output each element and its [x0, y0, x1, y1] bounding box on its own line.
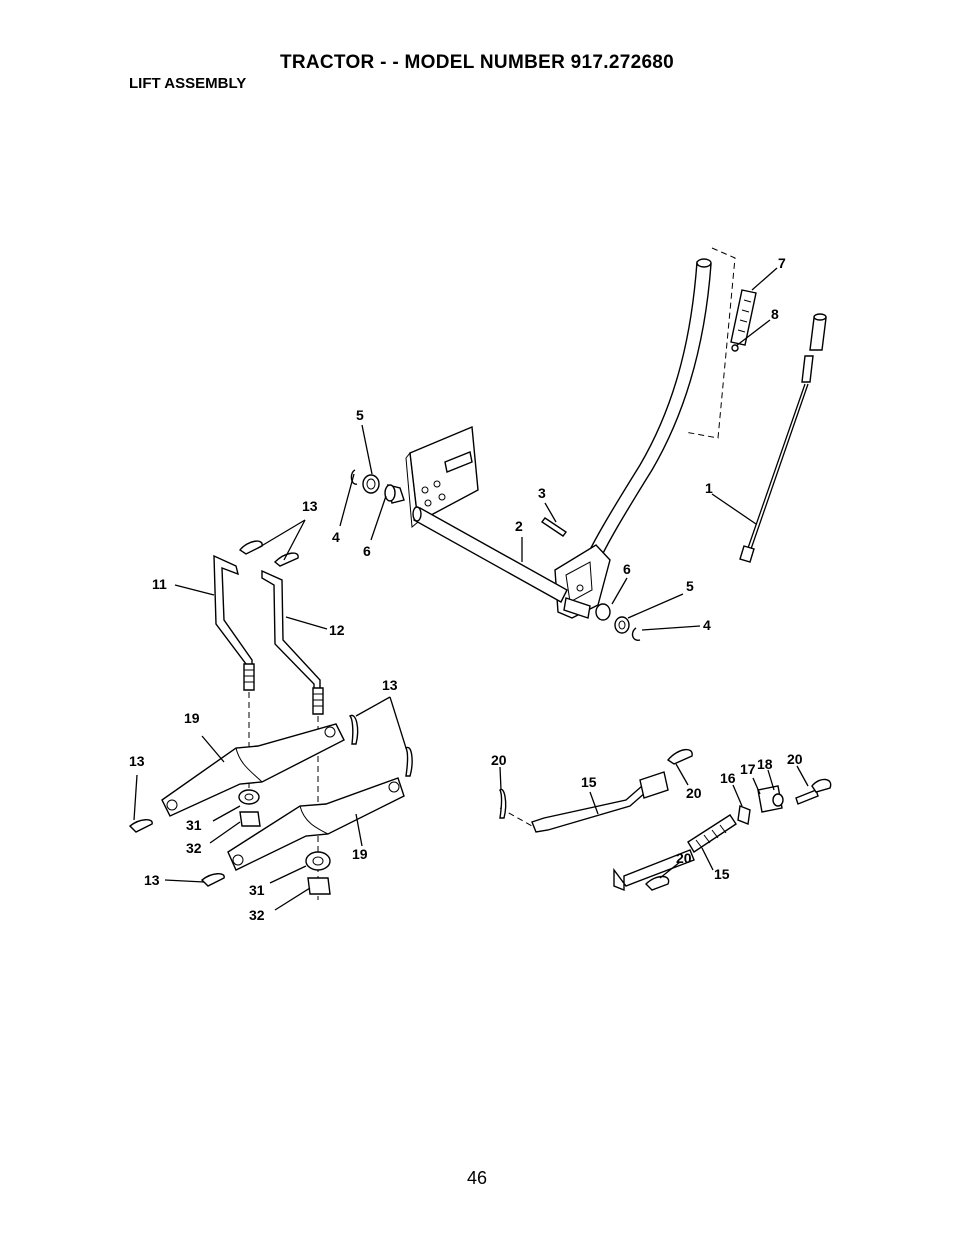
callout-5-right: 5	[686, 578, 694, 594]
callout-5-left: 5	[356, 407, 364, 423]
lift-rod-lower	[613, 814, 737, 892]
callout-31-lower: 31	[249, 882, 265, 898]
callout-20-bottom: 20	[676, 850, 692, 866]
callout-2: 2	[515, 518, 523, 534]
callout-19-lower: 19	[352, 846, 368, 862]
cross-shaft	[412, 506, 591, 619]
callout-19-upper: 19	[184, 710, 200, 726]
washer-nut-upper	[238, 789, 261, 827]
callout-13-middle: 13	[382, 677, 398, 693]
washer-nut-lower	[305, 851, 331, 895]
callout-32-upper: 32	[186, 840, 202, 856]
callout-20-right: 20	[787, 751, 803, 767]
hairpin-clips-middle	[128, 714, 413, 887]
callout-1: 1	[705, 480, 713, 496]
callout-15-lower: 15	[714, 866, 730, 882]
callout-13-left: 13	[129, 753, 145, 769]
lift-link-right	[261, 569, 324, 715]
leader-lines	[133, 267, 809, 911]
right-bearing-parts	[595, 603, 641, 641]
callout-13-bottom: 13	[144, 872, 160, 888]
callout-11: 11	[152, 576, 167, 592]
callout-13-top: 13	[302, 498, 318, 514]
callout-8: 8	[771, 306, 779, 322]
page-title: TRACTOR - - MODEL NUMBER 917.272680	[279, 52, 675, 73]
lift-handle	[583, 247, 736, 569]
hairpin-clips-rods	[499, 749, 832, 891]
callout-4-right: 4	[703, 617, 711, 633]
callout-20-left: 20	[491, 752, 507, 768]
callout-7: 7	[778, 255, 786, 271]
callout-4-left: 4	[332, 529, 340, 545]
callout-31-upper: 31	[186, 817, 202, 833]
handle-grip	[730, 289, 757, 352]
section-title: LIFT ASSEMBLY	[129, 75, 247, 92]
callout-18: 18	[757, 756, 773, 772]
cable	[739, 313, 827, 563]
callout-6-right: 6	[623, 561, 631, 577]
ferrule-parts	[737, 785, 819, 825]
hairpin-clips-top	[238, 540, 299, 567]
callout-17: 17	[740, 761, 756, 777]
callout-3: 3	[538, 485, 546, 501]
callout-16: 16	[720, 770, 736, 786]
lift-arm-lower	[227, 777, 405, 871]
pin	[540, 517, 568, 537]
lift-arm-upper	[161, 723, 345, 817]
lift-rod-upper	[499, 771, 669, 833]
callout-6-left: 6	[363, 543, 371, 559]
callout-12: 12	[329, 622, 345, 638]
callouts: 7 8 5 4 6 3 2 1 6 5 4 13 11 12 13 19 13 …	[129, 255, 803, 923]
page-number: 46	[466, 1168, 488, 1188]
frame-plate	[405, 425, 479, 528]
left-bearing-parts	[350, 469, 405, 504]
callout-15-upper: 15	[581, 774, 597, 790]
callout-32-lower: 32	[249, 907, 265, 923]
lift-link-left	[213, 554, 255, 691]
callout-20-middle: 20	[686, 785, 702, 801]
